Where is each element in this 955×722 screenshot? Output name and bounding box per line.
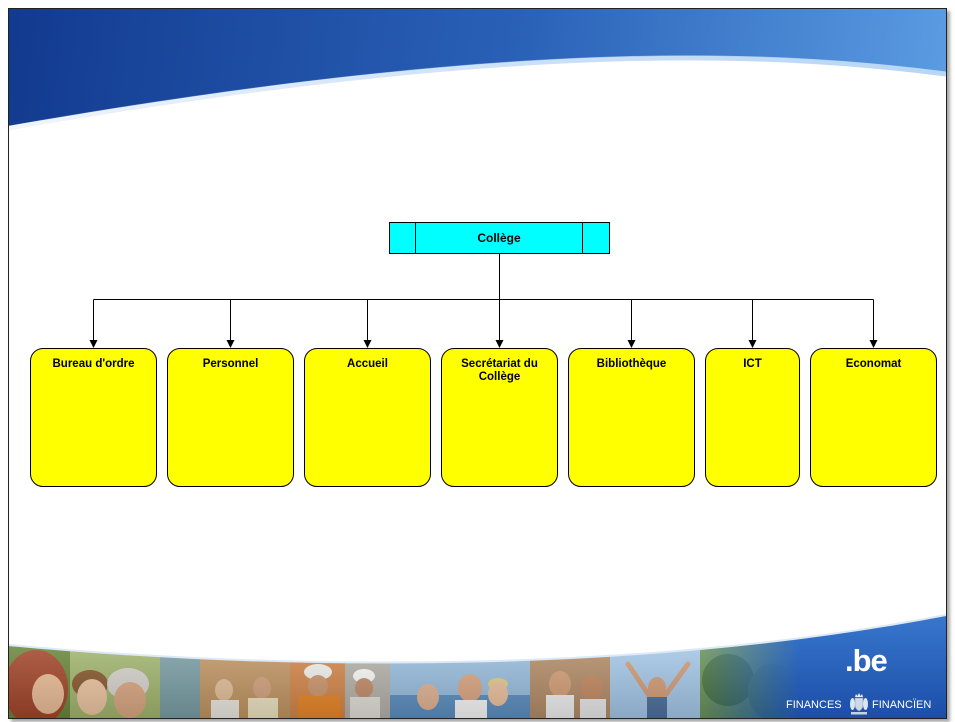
footer-band-edge [8, 614, 946, 664]
org-node-ict: ICT [705, 348, 800, 487]
arrowhead [363, 340, 372, 348]
org-node-personnel: Personnel [167, 348, 294, 487]
arrowhead [89, 340, 98, 348]
arrowhead [748, 340, 757, 348]
org-node-label: Bureau d'ordre [52, 358, 135, 370]
org-node-secretariat: Secrétariat du Collège [441, 348, 558, 487]
org-node-economat: Economat [810, 348, 937, 487]
arrowhead [869, 340, 878, 348]
org-node-bibliotheque: Bibliothèque [568, 348, 695, 487]
emblem-base [851, 712, 867, 715]
emblem-shield [854, 697, 864, 712]
org-node-label: Economat [845, 358, 902, 370]
header-swoosh-edge [8, 55, 946, 131]
org-node-label: Accueil [347, 358, 388, 370]
emblem-supporter-left [850, 698, 855, 710]
footer-label-finances: FINANCES [786, 699, 842, 711]
coat-of-arms-icon [850, 693, 868, 715]
footer-label-financien: FINANCÏEN [872, 699, 932, 711]
emblem-crown [855, 693, 863, 697]
org-root-label: Collège [477, 231, 521, 245]
header-swoosh [8, 8, 946, 126]
emblem-supporter-right [863, 698, 868, 710]
arrowhead [495, 340, 504, 348]
org-node-accueil: Accueil [304, 348, 431, 487]
org-node-label: Bibliothèque [596, 358, 667, 370]
org-node-label: ICT [743, 358, 762, 370]
root-box-divider [582, 223, 583, 253]
be-logo: .be [845, 643, 888, 678]
root-box-divider [415, 223, 416, 253]
org-node-label: Secrétariat du Collège [461, 358, 538, 383]
org-node-bureau-dordre: Bureau d'ordre [30, 348, 157, 487]
arrowhead [627, 340, 636, 348]
arrowhead [226, 340, 235, 348]
org-node-label: Personnel [202, 358, 259, 370]
org-root-box: Collège [389, 222, 610, 254]
